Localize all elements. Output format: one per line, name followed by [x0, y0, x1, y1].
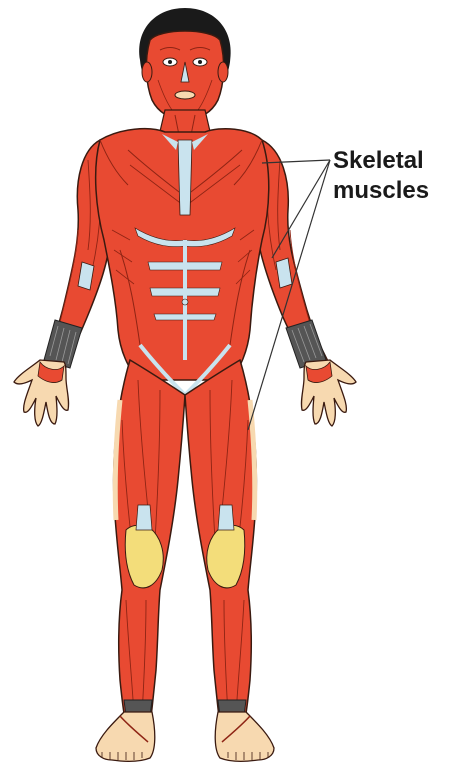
mouth: [175, 91, 195, 99]
label-line-1: Skeletal: [333, 146, 429, 176]
label-line-2: muscles: [333, 176, 429, 206]
skeletal-muscles-label: Skeletal muscles: [333, 146, 429, 206]
right-ear: [218, 62, 228, 82]
navel: [182, 299, 188, 305]
left-ear: [142, 62, 152, 82]
right-foot: [215, 712, 274, 761]
left-foot: [96, 712, 155, 761]
